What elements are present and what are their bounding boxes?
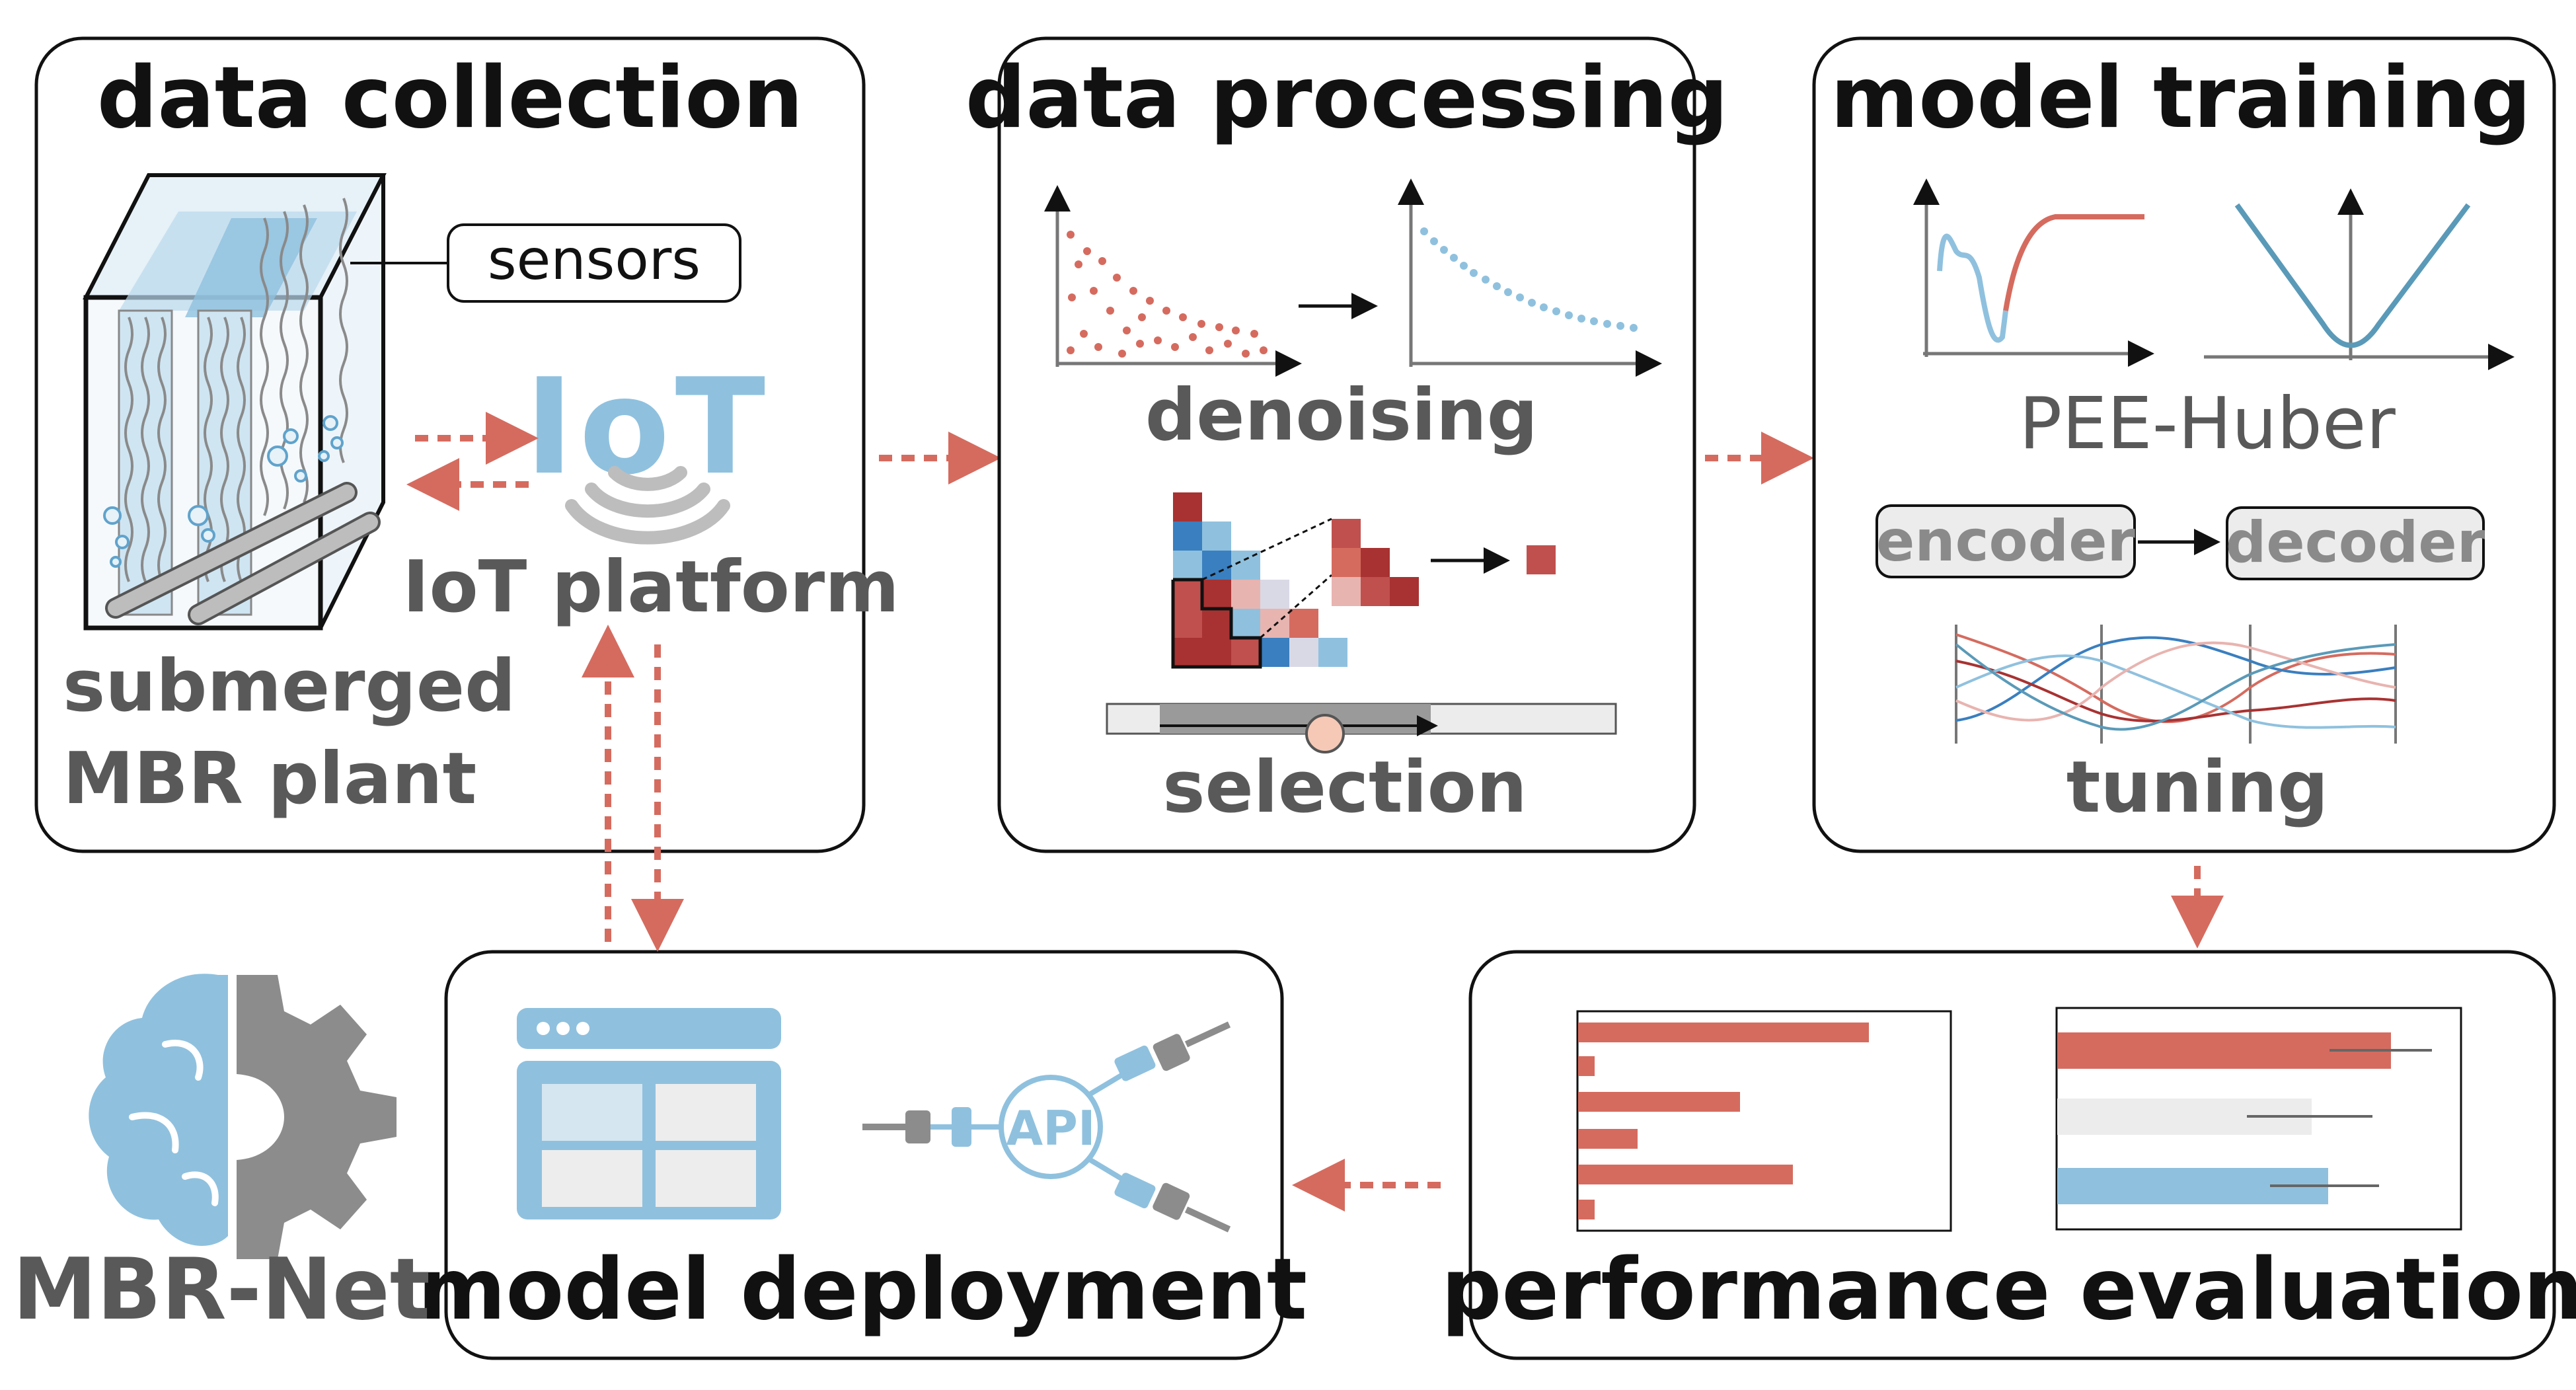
api-plug-icon: API [862, 1021, 1231, 1233]
data-processing-panel: data processing den [966, 36, 1729, 853]
plant-label-line2: MBR plant [63, 738, 476, 820]
selection-label: selection [1162, 746, 1527, 829]
correlation-matrix [1171, 492, 1419, 669]
model-deployment-panel: API model deployment [418, 950, 1307, 1360]
brand-name: MBR-Net [13, 1241, 430, 1339]
metric-comparison-bar-chart [2055, 1007, 2462, 1231]
data-collection-panel: data collection [34, 36, 899, 853]
iot-wifi-icon [565, 466, 730, 545]
selected-feature-cell [1527, 545, 1556, 574]
encoder-box [1875, 504, 2136, 578]
brain-gear-icon [89, 974, 397, 1259]
decoder-label: decoder [2226, 510, 2485, 576]
noisy-scatter-plot [1044, 185, 1302, 377]
model-training-panel: model training PEE-Huber encoder decoder [1812, 36, 2556, 853]
decoder-box [2226, 506, 2485, 580]
data-collection-title: data collection [97, 49, 804, 147]
pee-huber-label: PEE-Huber [2019, 383, 2396, 465]
model-deployment-title: model deployment [418, 1241, 1307, 1339]
denoised-scatter-plot [1398, 178, 1662, 377]
iot-platform-label: IoT platform [402, 546, 899, 629]
selection-slider [1106, 703, 1617, 753]
loss-curve-plot [1913, 178, 2154, 367]
denoising-label: denoising [1145, 374, 1538, 457]
data-processing-title: data processing [966, 49, 1729, 147]
plant-label-line1: submerged [63, 645, 515, 728]
encoder-label: encoder [1876, 508, 2136, 574]
tuning-label: tuning [2066, 746, 2329, 829]
sensors-label: sensors [488, 227, 701, 292]
web-dashboard-icon [517, 1008, 781, 1219]
model-training-title: model training [1831, 49, 2532, 147]
mbr-tank-icon [83, 173, 387, 631]
performance-evaluation-title: performance evaluation [1441, 1241, 2576, 1339]
api-label: API [1006, 1100, 1095, 1156]
sensors-callout [447, 223, 741, 303]
performance-evaluation-panel: performance evaluation [1441, 950, 2576, 1360]
feature-importance-bar-chart [1576, 1010, 1952, 1232]
huber-loss-plot [2204, 188, 2515, 370]
tuning-parallel-coordinates [1955, 625, 2397, 744]
